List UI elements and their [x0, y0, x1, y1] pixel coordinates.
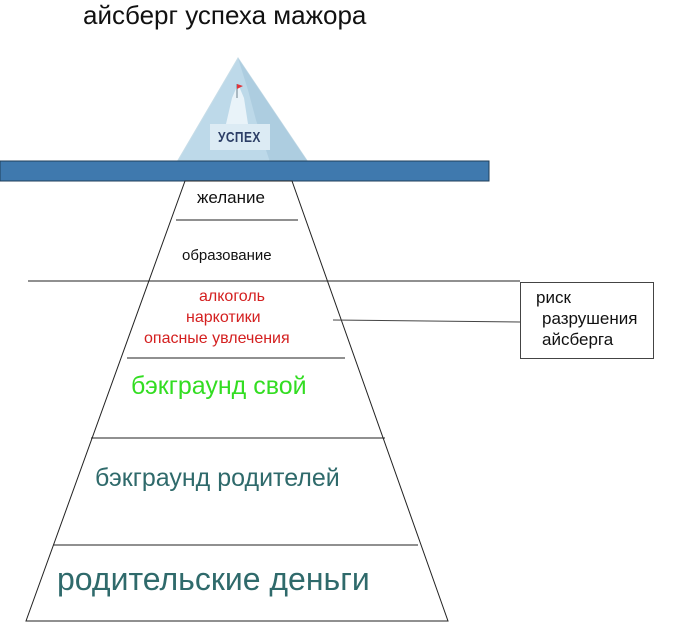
flag-icon — [237, 84, 243, 89]
layer-own-background-label: бэкграунд свой — [131, 372, 307, 400]
iceberg-tip-highlight — [226, 84, 248, 124]
callout-line-destruction: разрушения — [542, 309, 638, 328]
callout-line-risk: риск — [536, 288, 571, 307]
water-surface-band — [0, 160, 490, 182]
callout-line-iceberg: айсберга — [542, 330, 614, 349]
layer-desire-label: желание — [197, 188, 265, 207]
risk-callout-box: риск разрушения айсберга — [520, 282, 654, 359]
layer-parents-money-label: родительские деньги — [57, 561, 370, 597]
diagram-title: айсберг успеха мажора — [83, 0, 367, 30]
layer-education-label: образование — [182, 247, 272, 264]
iceberg-label-plate — [210, 124, 270, 150]
layer-parents-background-label: бэкграунд родителей — [95, 464, 340, 492]
iceberg-tip-label: УСПЕХ — [218, 129, 261, 146]
layer-risk-alcohol-label: алкоголь — [199, 288, 266, 305]
callout-connector — [332, 319, 521, 323]
layer-risk-drugs-label: наркотики — [186, 309, 261, 326]
iceberg-tip-shade — [238, 58, 308, 162]
layer-risk-hobbies-label: опасные увлечения — [144, 330, 290, 347]
